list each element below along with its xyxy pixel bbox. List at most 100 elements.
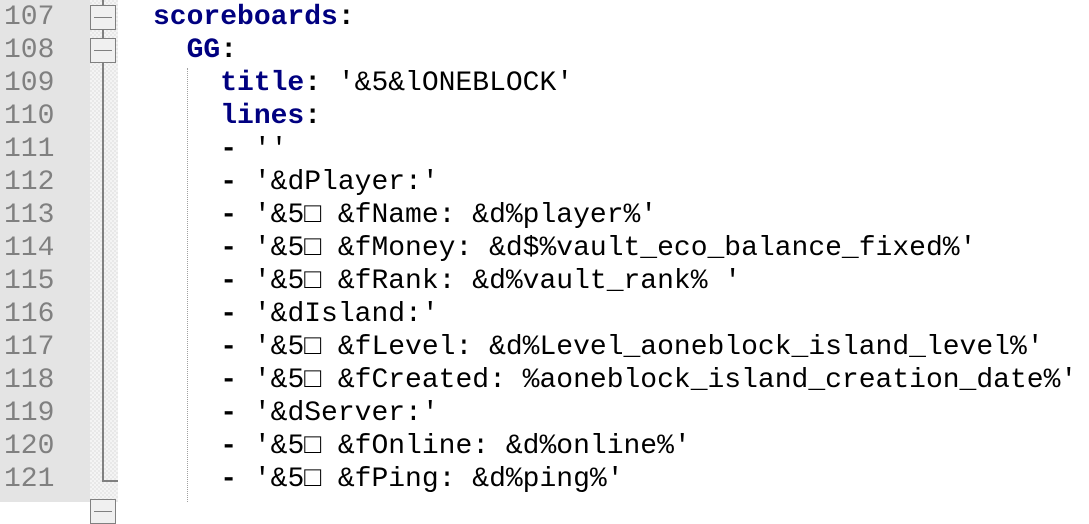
yaml-list-dash: - bbox=[220, 266, 238, 297]
code-line[interactable]: 108 GG: bbox=[0, 34, 1089, 67]
yaml-string-value: '&5□ &fLevel: &d%Level_aoneblock_island_… bbox=[237, 332, 1044, 363]
yaml-string-value: '&5&lONEBLOCK' bbox=[321, 68, 574, 99]
yaml-colon: : bbox=[304, 101, 322, 132]
indent bbox=[153, 200, 220, 231]
code-line[interactable]: 115 - '&5□ &fRank: &d%vault_rank% ' bbox=[0, 265, 1089, 298]
line-number: 114 bbox=[4, 233, 55, 264]
yaml-key: scoreboards bbox=[153, 2, 338, 33]
line-number: 113 bbox=[4, 200, 55, 231]
indent bbox=[153, 464, 220, 495]
yaml-string-value: '&dIsland:' bbox=[237, 299, 439, 330]
yaml-string-value: '&5□ &fCreated: %aoneblock_island_creati… bbox=[237, 365, 1078, 396]
yaml-list-dash: - bbox=[220, 200, 238, 231]
code-line[interactable]: 121 - '&5□ &fPing: &d%ping%' bbox=[0, 463, 1089, 496]
line-content: - '&5□ &fOnline: &d%online%' bbox=[153, 430, 691, 463]
line-content: - '&dIsland:' bbox=[153, 298, 439, 331]
code-line[interactable]: 117 - '&5□ &fLevel: &d%Level_aoneblock_i… bbox=[0, 331, 1089, 364]
line-content: - '' bbox=[153, 133, 287, 166]
code-line[interactable]: 116 - '&dIsland:' bbox=[0, 298, 1089, 331]
yaml-list-dash: - bbox=[220, 299, 238, 330]
yaml-string-value: '' bbox=[237, 134, 288, 165]
line-number: 112 bbox=[4, 167, 55, 198]
yaml-colon: : bbox=[220, 35, 238, 66]
line-content: - '&5□ &fCreated: %aoneblock_island_crea… bbox=[153, 364, 1077, 397]
yaml-list-dash: - bbox=[220, 167, 238, 198]
line-content: - '&5□ &fLevel: &d%Level_aoneblock_islan… bbox=[153, 331, 1044, 364]
yaml-key: title bbox=[220, 68, 305, 99]
line-content: lines: bbox=[153, 100, 321, 133]
yaml-key: GG bbox=[186, 35, 221, 66]
indent bbox=[153, 233, 220, 264]
line-number-gutter bbox=[0, 0, 58, 502]
fold-minus-icon[interactable] bbox=[90, 38, 116, 63]
yaml-list-dash: - bbox=[220, 332, 238, 363]
code-line[interactable]: 113 - '&5□ &fName: &d%player%' bbox=[0, 199, 1089, 232]
indent bbox=[153, 167, 220, 198]
fold-tree-line bbox=[102, 0, 104, 5]
line-number: 109 bbox=[4, 68, 55, 99]
code-line[interactable]: 111 - '' bbox=[0, 133, 1089, 166]
line-number: 118 bbox=[4, 365, 55, 396]
fold-tree-line bbox=[102, 30, 104, 38]
line-content: - '&5□ &fMoney: &d$%vault_eco_balance_fi… bbox=[153, 232, 976, 265]
code-line[interactable]: 120 - '&5□ &fOnline: &d%online%' bbox=[0, 430, 1089, 463]
line-number: 115 bbox=[4, 266, 55, 297]
line-content: scoreboards: bbox=[153, 1, 355, 34]
yaml-list-dash: - bbox=[220, 431, 238, 462]
indent bbox=[153, 101, 220, 132]
line-number: 119 bbox=[4, 398, 55, 429]
code-line[interactable]: 119 - '&dServer:' bbox=[0, 397, 1089, 430]
line-number: 121 bbox=[4, 464, 55, 495]
indent bbox=[153, 332, 220, 363]
code-line[interactable]: 114 - '&5□ &fMoney: &d$%vault_eco_balanc… bbox=[0, 232, 1089, 265]
symbol-margin bbox=[58, 0, 90, 502]
line-number: 108 bbox=[4, 35, 55, 66]
yaml-colon: : bbox=[304, 68, 322, 99]
line-number: 117 bbox=[4, 332, 55, 363]
fold-margin bbox=[90, 0, 118, 502]
indent bbox=[153, 35, 187, 66]
yaml-string-value: '&dServer:' bbox=[237, 398, 439, 429]
yaml-list-dash: - bbox=[220, 464, 238, 495]
code-line[interactable]: 118 - '&5□ &fCreated: %aoneblock_island_… bbox=[0, 364, 1089, 397]
code-line[interactable]: 107 scoreboards: bbox=[0, 1, 1089, 34]
code-line[interactable]: 109 title: '&5&lONEBLOCK' bbox=[0, 67, 1089, 100]
fold-end-corner bbox=[102, 480, 118, 482]
line-content: - '&5□ &fName: &d%player%' bbox=[153, 199, 657, 232]
line-number: 110 bbox=[4, 101, 55, 132]
yaml-list-dash: - bbox=[220, 134, 238, 165]
line-content: - '&5□ &fRank: &d%vault_rank% ' bbox=[153, 265, 741, 298]
yaml-string-value: '&5□ &fMoney: &d$%vault_eco_balance_fixe… bbox=[237, 233, 977, 264]
indent-guide bbox=[187, 68, 188, 502]
yaml-string-value: '&dPlayer:' bbox=[237, 167, 439, 198]
indent bbox=[153, 68, 220, 99]
line-content: GG: bbox=[153, 34, 237, 67]
indent bbox=[153, 134, 220, 165]
yaml-list-dash: - bbox=[220, 365, 238, 396]
line-number: 120 bbox=[4, 431, 55, 462]
indent bbox=[153, 431, 220, 462]
code-line[interactable]: 110 lines: bbox=[0, 100, 1089, 133]
indent bbox=[153, 266, 220, 297]
yaml-string-value: '&5□ &fRank: &d%vault_rank% ' bbox=[237, 266, 742, 297]
yaml-string-value: '&5□ &fPing: &d%ping%' bbox=[237, 464, 624, 495]
code-line[interactable]: 112 - '&dPlayer:' bbox=[0, 166, 1089, 199]
fold-minus-icon[interactable] bbox=[90, 5, 116, 30]
line-content: - '&5□ &fPing: &d%ping%' bbox=[153, 463, 624, 496]
line-number: 116 bbox=[4, 299, 55, 330]
yaml-list-dash: - bbox=[220, 233, 238, 264]
yaml-string-value: '&5□ &fName: &d%player%' bbox=[237, 200, 658, 231]
line-content: - '&dPlayer:' bbox=[153, 166, 439, 199]
fold-minus-icon[interactable] bbox=[90, 499, 116, 524]
yaml-colon: : bbox=[337, 2, 355, 33]
indent bbox=[153, 299, 220, 330]
yaml-list-dash: - bbox=[220, 398, 238, 429]
line-number: 107 bbox=[4, 2, 55, 33]
fold-tree-line bbox=[102, 63, 104, 482]
line-content: title: '&5&lONEBLOCK' bbox=[153, 67, 573, 100]
yaml-key: lines bbox=[220, 101, 305, 132]
indent bbox=[153, 365, 220, 396]
line-number: 111 bbox=[4, 134, 55, 165]
indent bbox=[153, 398, 220, 429]
